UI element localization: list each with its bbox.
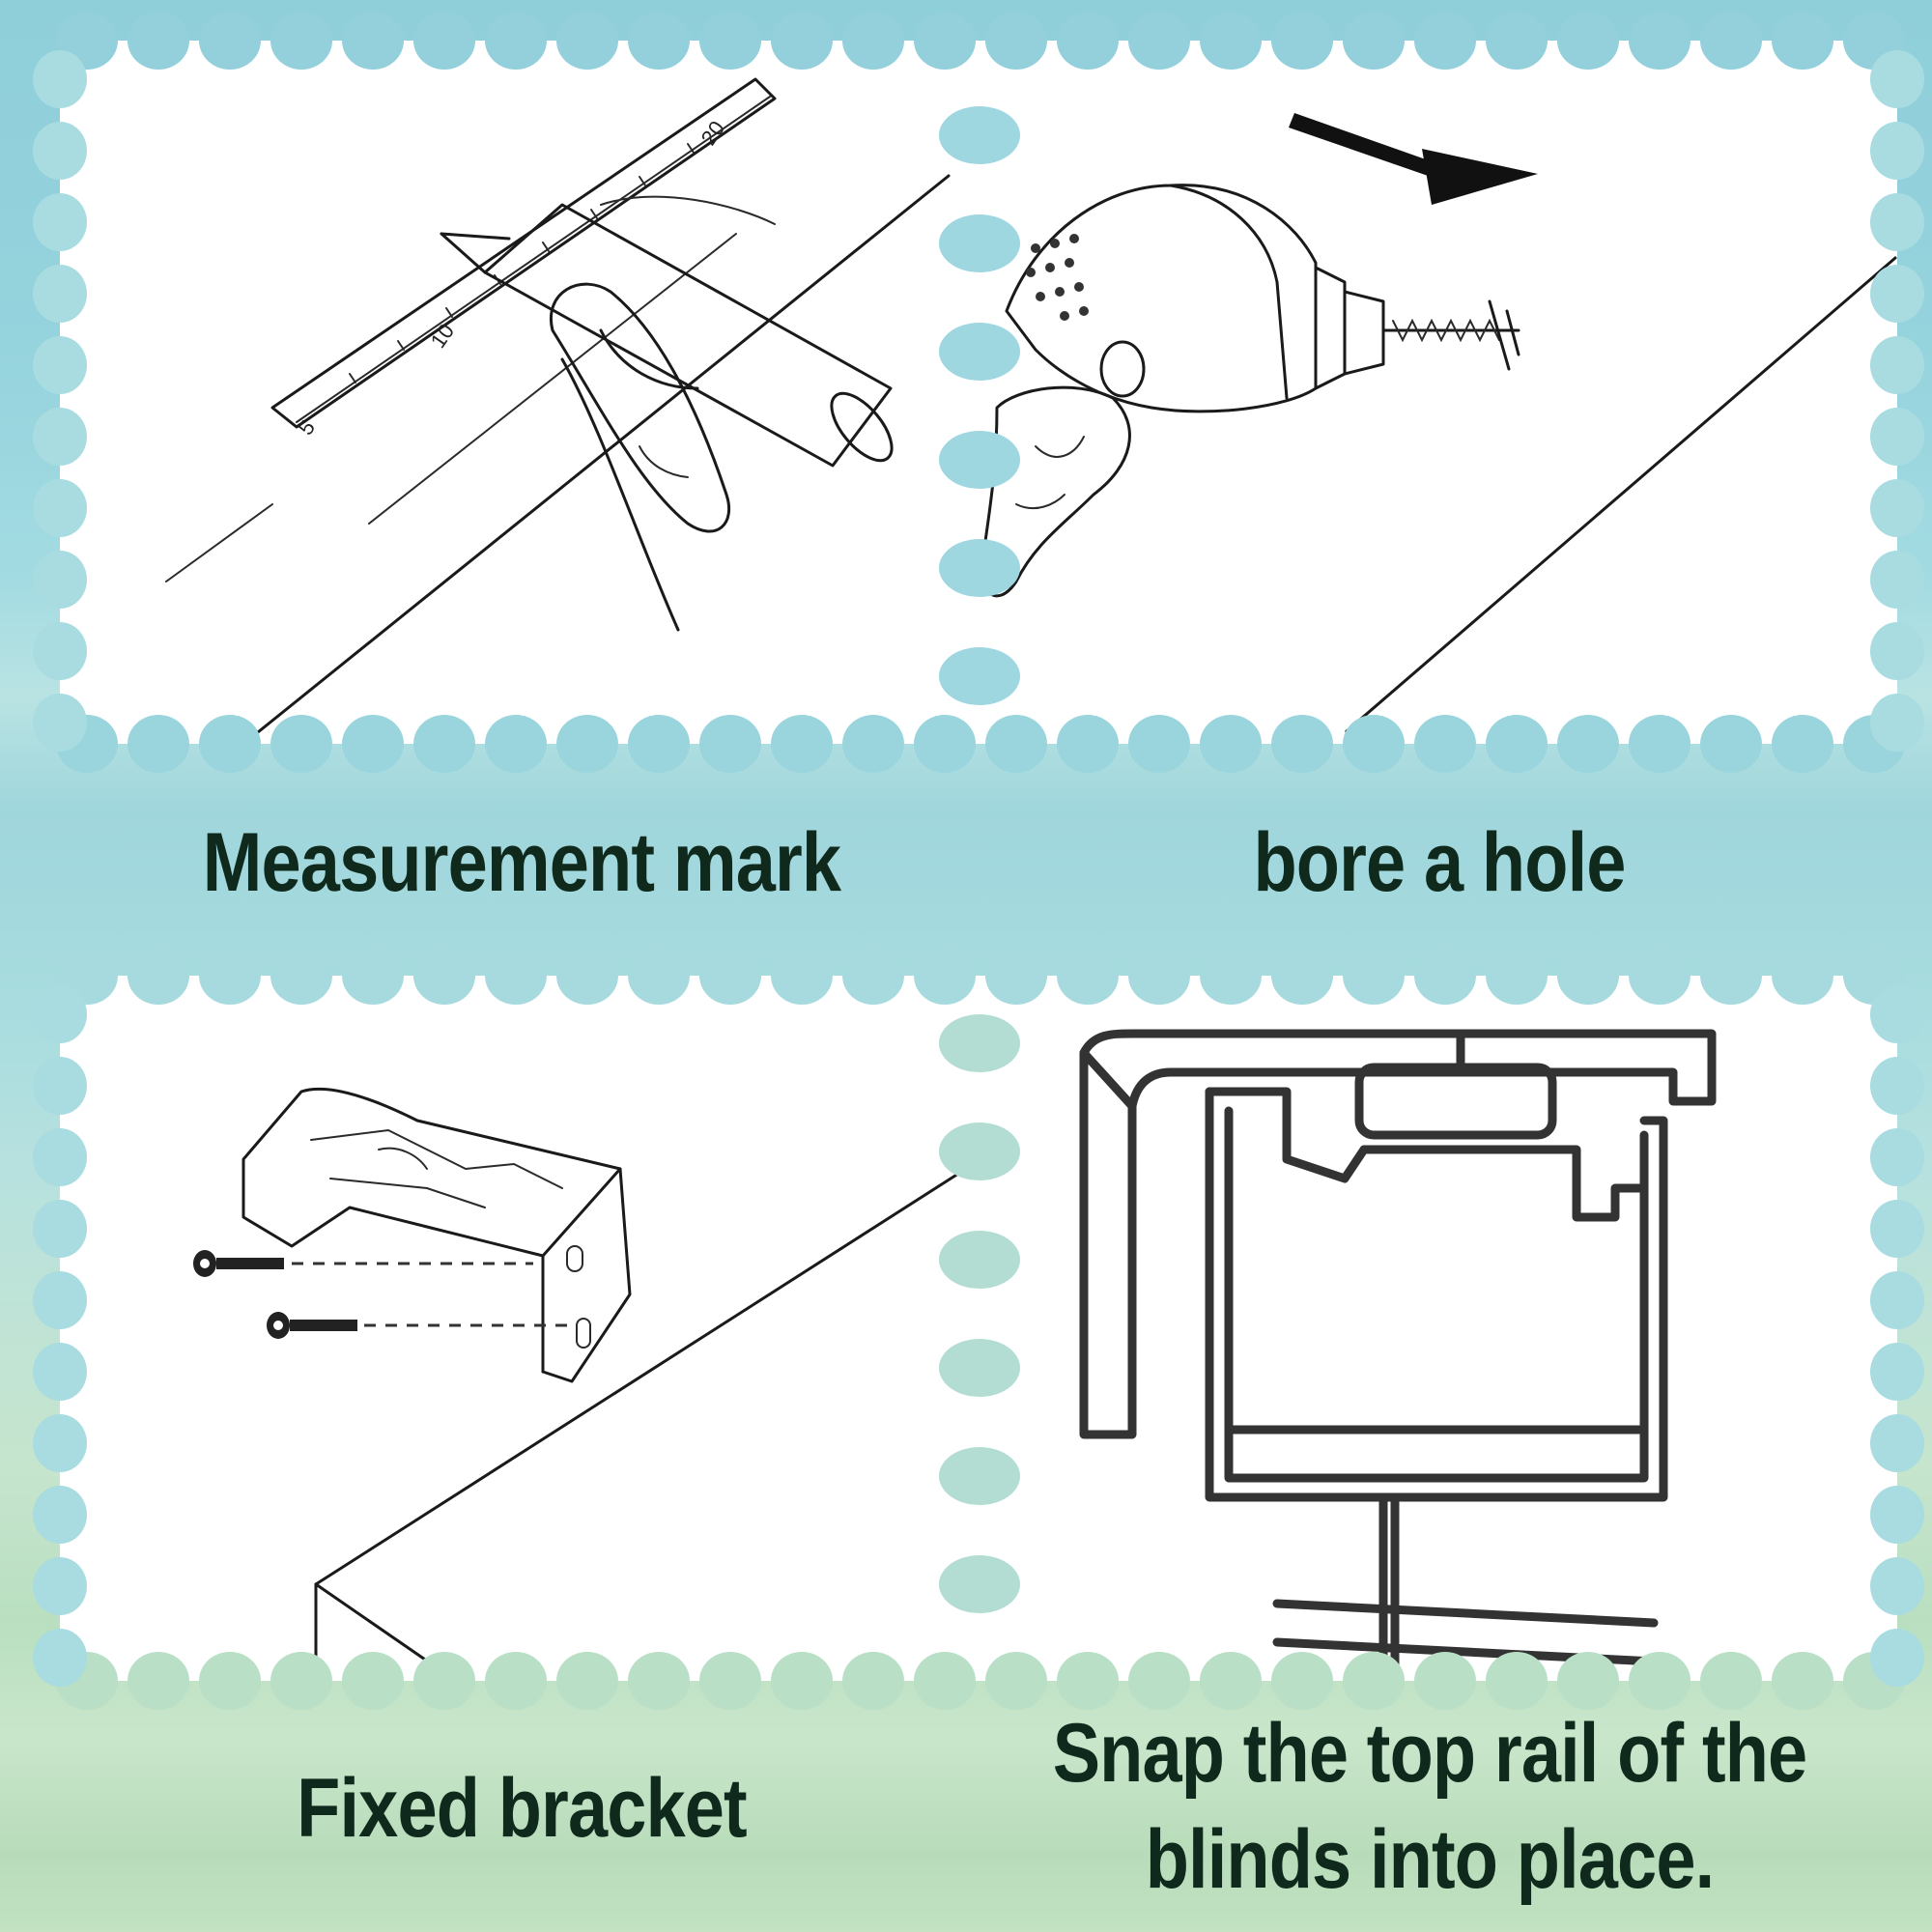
bracket-screws-illustration — [193, 1087, 960, 1681]
caption-fixed-bracket: Fixed bracket — [297, 1762, 748, 1855]
drill-illustration — [980, 113, 1897, 744]
screw-icon — [267, 1312, 357, 1339]
ruler-ticks — [349, 143, 695, 384]
panel-bracket — [60, 976, 983, 1681]
caption-snap-rail: Snap the top rail of the blinds into pla… — [1052, 1707, 1807, 1906]
rail-bracket-illustration — [1079, 1029, 1717, 1681]
drill-vents — [1026, 234, 1089, 321]
caption-measurement-mark: Measurement mark — [202, 816, 841, 909]
screw-icon — [193, 1250, 284, 1277]
panel-measurement: 5 10 20 — [60, 41, 983, 744]
panel-rail — [978, 976, 1897, 1681]
direction-arrow-icon — [1289, 113, 1538, 205]
ruler-number-10: 10 — [426, 319, 460, 352]
caption-bore-hole: bore a hole — [1253, 816, 1626, 909]
panel-drill — [978, 41, 1897, 744]
ruler-pencil-illustration: 5 10 20 — [165, 77, 951, 738]
